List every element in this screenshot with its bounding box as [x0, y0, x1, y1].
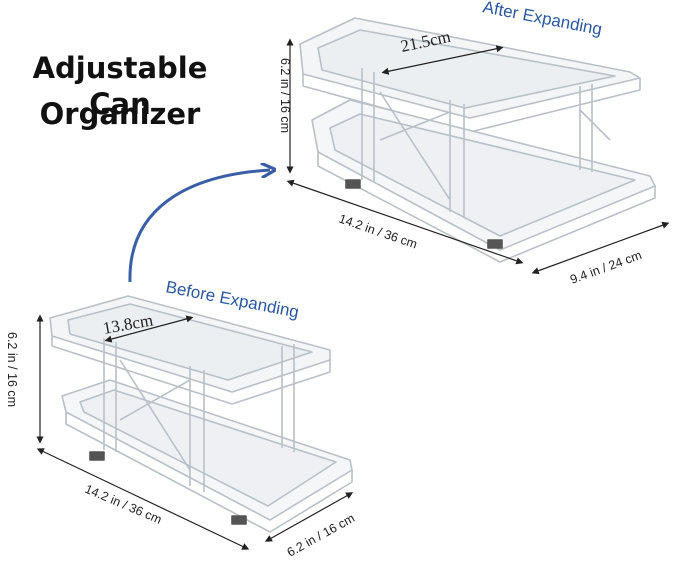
before-length-label: 14.2 in / 36 cm	[83, 482, 164, 527]
organizer-after	[299, 17, 656, 263]
before-width-label: 6.2 in / 16 cm	[285, 511, 357, 560]
expand-arrow	[128, 170, 270, 283]
headline-line-1: Adjustable Can	[32, 51, 208, 121]
after-length-label: 14.2 in / 36 cm	[337, 212, 419, 252]
before-height-label: 6.2 in / 16 cm	[5, 332, 19, 407]
after-width-label: 9.4 in / 24 cm	[568, 248, 643, 287]
after-height-label: 6.2 in / 16 cm	[278, 58, 292, 133]
headline-line-2: Organizer	[39, 97, 201, 131]
after-expanding-label: After Expanding	[481, 0, 603, 39]
